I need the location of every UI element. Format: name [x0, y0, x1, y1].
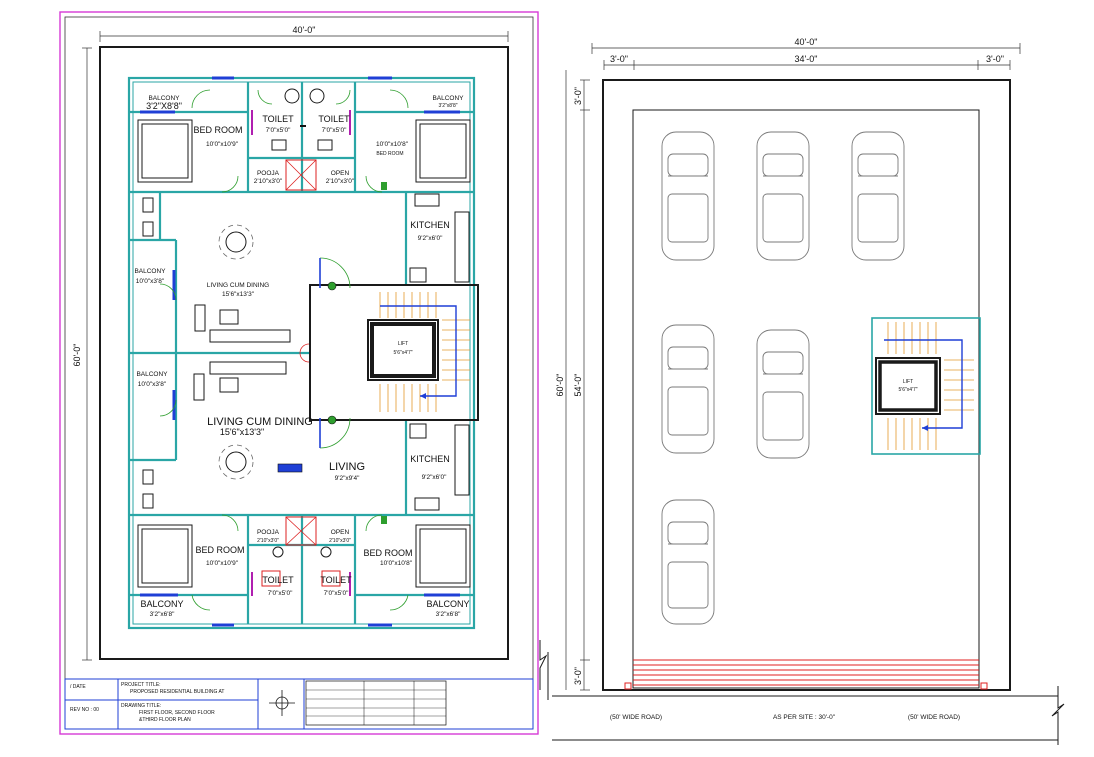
room-pooja-bot: POOJA [257, 529, 280, 536]
svg-text:10'0"x10'9": 10'0"x10'9" [206, 141, 239, 148]
svg-text:15'6"x13'3": 15'6"x13'3" [222, 291, 255, 298]
room-toilet-3: TOILET [262, 575, 294, 585]
room-balcony-bl: BALCONY [140, 599, 183, 609]
sheet-outer-frame [59, 11, 539, 735]
sofas [193, 304, 291, 401]
svg-text:2'10"x3'0": 2'10"x3'0" [326, 178, 355, 185]
room-balcony-br: BALCONY [426, 599, 469, 609]
road-left-label: (50' WIDE ROAD) [610, 714, 662, 721]
room-open-top: OPEN [331, 170, 350, 177]
road-center-label: AS PER SITE : 30'-0" [773, 714, 836, 721]
right-core: LIFT 5'6"x4'7" [871, 317, 981, 455]
right-width-dimension: 40'-0" 3'-0" 34'-0" 3'-0" [591, 37, 1021, 70]
dining-tables [218, 224, 254, 480]
car-3 [851, 131, 905, 261]
room-bedroom-bl: BED ROOM [195, 545, 244, 555]
right-building-outline [632, 109, 980, 689]
car-1 [661, 131, 715, 261]
svg-text:7'0"x5'0": 7'0"x5'0" [324, 590, 349, 597]
right-height-outer: 60'-0" [555, 374, 565, 397]
svg-text:2'10"x3'0": 2'10"x3'0" [329, 538, 351, 544]
toilet-fixtures-top [271, 88, 333, 151]
svg-text:2'10"x3'0": 2'10"x3'0" [257, 538, 279, 544]
svg-text:10'0"x10'9": 10'0"x10'9" [206, 560, 239, 567]
title-drawing-2: &THIRD FLOOR PLAN [139, 717, 191, 723]
room-balcony-ml2: BALCONY [136, 371, 168, 378]
room-balcony-ml: BALCONY [134, 268, 166, 275]
parked-cars [661, 131, 905, 625]
title-date: / DATE [70, 684, 86, 690]
room-toilet-4: TOILET [320, 575, 352, 585]
svg-text:3'2"x6'8": 3'2"x6'8" [150, 611, 175, 618]
room-bedroom-br: BED ROOM [363, 548, 412, 558]
svg-text:15'6"x13'3": 15'6"x13'3" [220, 427, 264, 437]
left-width-label: 40'-0" [293, 25, 316, 35]
right-bottom-margin: 3'-0" [573, 667, 583, 685]
svg-text:10'0"x3'8": 10'0"x3'8" [136, 278, 165, 285]
room-balcony-tl: BALCONY [148, 95, 180, 102]
room-open-bot: OPEN [331, 529, 350, 536]
svg-text:2'10"x3'0": 2'10"x3'0" [254, 178, 283, 185]
svg-text:7'0"x5'0": 7'0"x5'0" [322, 127, 347, 134]
right-seg-left: 3'-0" [610, 54, 628, 64]
svg-text:10'0"x3'8": 10'0"x3'8" [138, 381, 167, 388]
left-height-dimension: 60'-0" [72, 47, 92, 661]
right-seg-mid: 34'-0" [795, 54, 818, 64]
svg-text:10'0"x10'8": 10'0"x10'8" [376, 141, 409, 148]
toilet-fixtures-bottom [251, 110, 351, 596]
svg-text:9'2"x6'0": 9'2"x6'0" [418, 235, 443, 242]
room-bedroom-tl: BED ROOM [193, 125, 242, 135]
room-living-dining-top: LIVING CUM DINING [207, 282, 269, 289]
left-plot-boundary [99, 46, 509, 660]
svg-text:5'6"x4'7": 5'6"x4'7" [393, 350, 412, 356]
left-windows [140, 76, 460, 627]
room-kitchen-bot: KITCHEN [410, 454, 450, 464]
left-core-box [309, 284, 479, 421]
right-seg-right: 3'-0" [986, 54, 1004, 64]
right-width-label: 40'-0" [795, 37, 818, 47]
right-height-dimension: 60'-0" 54'-0" 3'-0" 3'-0" [555, 70, 590, 691]
title-drawing-label: DRAWING TITLE: [121, 703, 161, 709]
svg-text:3'2"X8'8": 3'2"X8'8" [146, 101, 182, 111]
car-6 [661, 499, 715, 625]
svg-text:9'2"x9'4": 9'2"x9'4" [335, 475, 360, 482]
svg-text:9'2"x6'0": 9'2"x6'0" [422, 474, 447, 481]
title-project: PROPOSED RESIDENTIAL BUILDING AT [130, 689, 224, 695]
room-toilet-2: TOILET [318, 114, 350, 124]
room-living-dining-bot: LIVING CUM DINING [207, 416, 313, 428]
room-toilet-1: TOILET [262, 114, 294, 124]
left-lift-label: LIFT [398, 341, 408, 347]
road-right-label: (50' WIDE ROAD) [908, 714, 960, 721]
svg-text:3'2"x8'8": 3'2"x8'8" [438, 103, 457, 109]
left-height-label: 60'-0" [72, 344, 82, 367]
title-drawing-1: FIRST FLOOR, SECOND FLOOR [139, 710, 215, 716]
right-top-margin: 3'-0" [573, 87, 583, 105]
car-2 [756, 131, 810, 261]
beds [137, 119, 471, 588]
svg-text:10'0"x10'8": 10'0"x10'8" [380, 560, 413, 567]
title-block: / DATE PROJECT TITLE: PROPOSED RESIDENTI… [64, 678, 534, 730]
title-project-label: PROJECT TITLE: [121, 682, 161, 688]
car-5 [756, 329, 810, 459]
room-bedroom-tr: BED ROOM [376, 151, 403, 157]
right-lift-label: LIFT [903, 379, 913, 385]
car-4 [661, 324, 715, 454]
svg-text:5'6"x4'7": 5'6"x4'7" [898, 387, 917, 393]
road: (50' WIDE ROAD) AS PER SITE : 30'-0" (50… [547, 652, 1065, 745]
right-plot-boundary [602, 79, 1011, 691]
room-kitchen-top: KITCHEN [410, 220, 450, 230]
room-living: LIVING [329, 461, 365, 473]
entry-steps [624, 659, 988, 690]
svg-text:7'0"x5'0": 7'0"x5'0" [268, 590, 293, 597]
room-balcony-tr: BALCONY [432, 95, 464, 102]
title-rev: REV NO : 00 [70, 707, 99, 713]
svg-text:7'0"x5'0": 7'0"x5'0" [266, 127, 291, 134]
room-pooja-top: POOJA [257, 170, 280, 177]
left-width-dimension: 40'-0" [99, 25, 509, 42]
right-height-inner: 54'-0" [573, 374, 583, 397]
left-stair-arrow [380, 305, 457, 397]
svg-text:3'2"x6'8": 3'2"x6'8" [436, 611, 461, 618]
